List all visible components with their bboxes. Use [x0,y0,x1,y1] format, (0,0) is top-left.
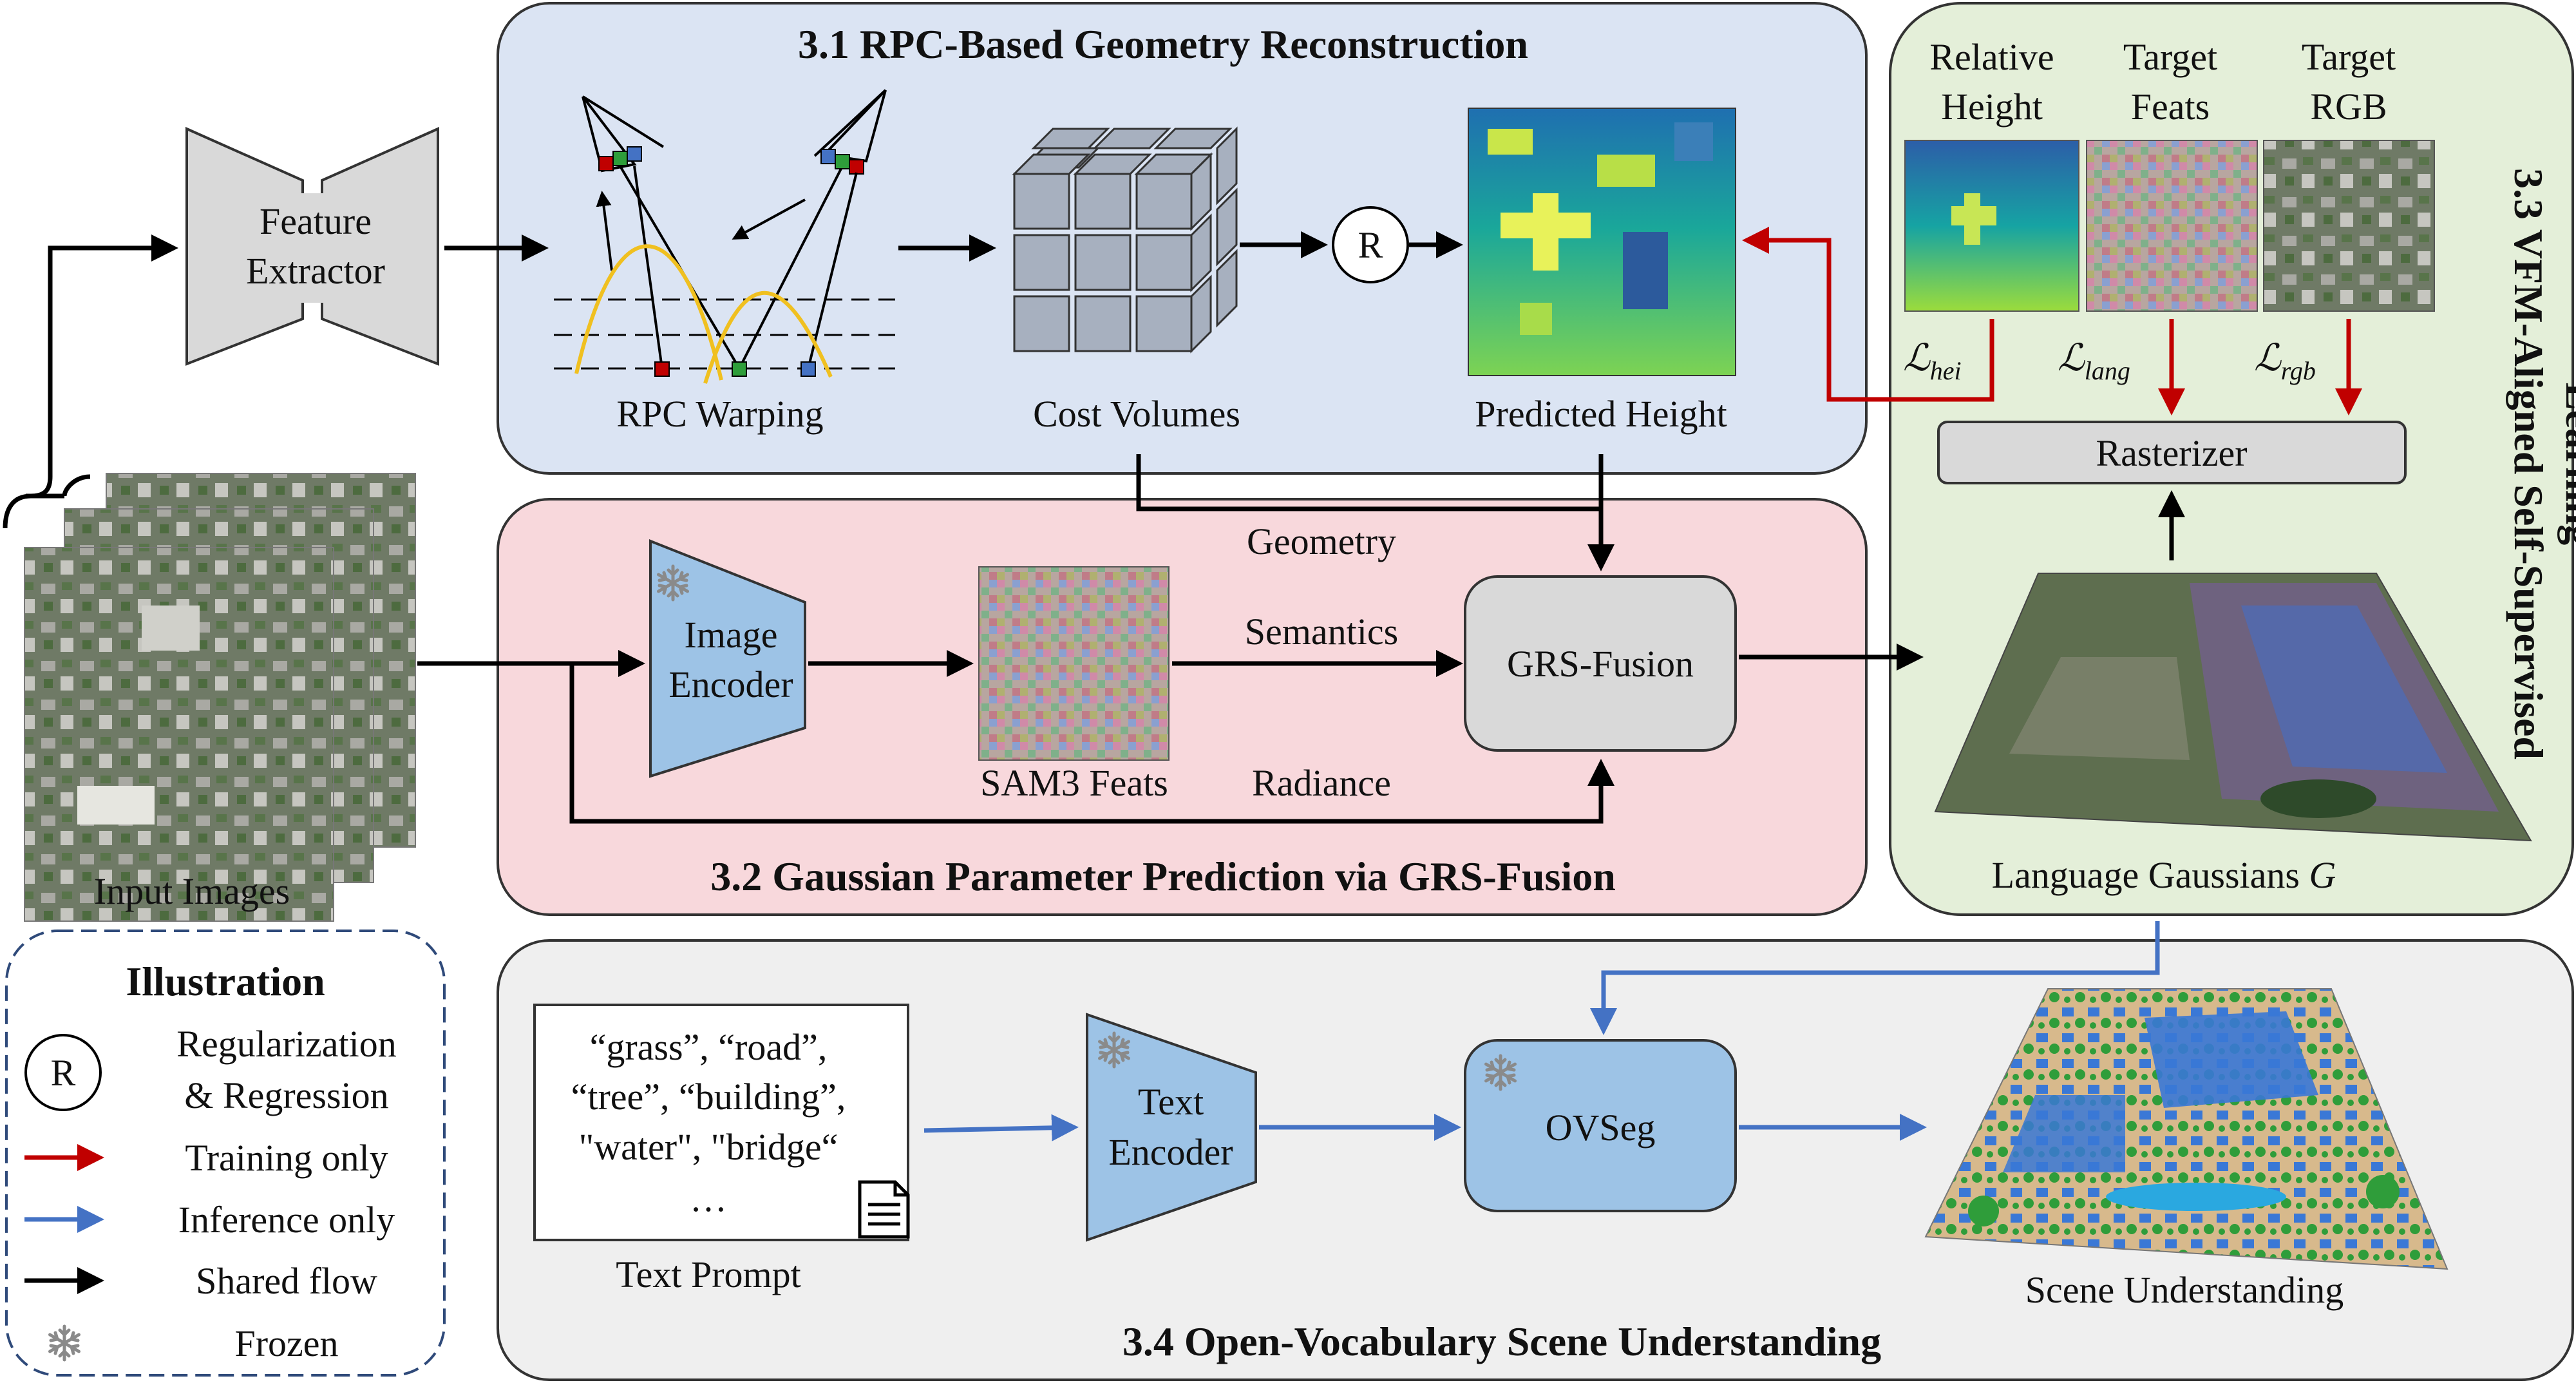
svg-text:RGB: RGB [2310,86,2387,128]
rasterizer: Rasterizer [1937,421,2407,484]
svg-text:Training only: Training only [185,1137,388,1179]
svg-text:Inference only: Inference only [178,1199,395,1241]
loss-hei: ℒhei [1903,337,1962,385]
geometry-flow [1136,454,1601,511]
arrow-hei-to-height [1742,227,1994,402]
target-feats: Target Feats [2086,36,2258,312]
svg-text:Height: Height [1941,86,2043,128]
svg-text:ℒhei: ℒhei [1903,337,1962,385]
svg-text:Image: Image [685,614,778,656]
legend-regularization: R Regularization & Regression [24,1023,397,1116]
scene-understanding-label: Scene Understanding [2025,1269,2344,1311]
text-encoder: Text Encoder [1086,1013,1257,1242]
svg-text:Shared flow: Shared flow [196,1260,377,1302]
feature-extractor: Feature Extractor [185,126,439,366]
section-3-1-title: 3.1 RPC-Based Geometry Reconstruction [798,21,1528,67]
sam3-feats-label: SAM3 Feats [980,762,1168,804]
svg-text:Extractor: Extractor [246,250,385,292]
cost-volumes [1012,126,1238,354]
language-gaussians-label: Language Gaussians G [1992,854,2336,896]
svg-text:"water", "bridge“: "water", "bridge“ [579,1126,838,1168]
grs-fusion-module: GRS-Fusion [1464,575,1737,752]
svg-text:Feats: Feats [2131,86,2210,128]
input-images [24,473,416,922]
loss-lang: ℒlang [2058,337,2130,385]
legend-training-only: Training only [24,1137,388,1179]
sam3-feature-map [978,566,1170,761]
svg-text:Frozen: Frozen [234,1322,338,1364]
svg-text:Regularization: Regularization [176,1023,396,1065]
loss-rgb: ℒrgb [2254,337,2316,385]
rpc-warping-diagram [554,89,895,384]
svg-text:ℒrgb: ℒrgb [2254,337,2316,385]
legend: Illustration R Regularization & Regressi… [5,930,446,1377]
legend-frozen: Frozen [50,1322,339,1364]
svg-text:Rasterizer: Rasterizer [2096,432,2247,474]
svg-text:“tree”, “building”,: “tree”, “building”, [571,1076,846,1118]
svg-text:R: R [1358,224,1383,266]
svg-text:Target: Target [2123,36,2217,78]
target-relative-height: Relative Height [1904,36,2079,312]
section-3-3-title: 3.3 VFM-Aligned Self-Supervised Learning [2506,168,2576,759]
rpc-warping-label: RPC Warping [616,393,823,435]
radiance-flow [569,663,1615,824]
ovseg-module: OVSeg [1464,1039,1737,1212]
radiance-label: Radiance [1252,762,1391,804]
svg-text:Encoder: Encoder [668,663,793,705]
arrow-gaussians-to-ovseg [1590,921,2160,1035]
text-prompt-label: Text Prompt [616,1254,801,1295]
section-3-2-title: 3.2 Gaussian Parameter Prediction via GR… [710,854,1616,899]
arrow-prompt-to-text-encoder [923,1114,1079,1141]
svg-text:GRS-Fusion: GRS-Fusion [1507,643,1694,685]
legend-title: Illustration [126,959,325,1004]
section-3-4-title: 3.4 Open-Vocabulary Scene Understanding [1122,1319,1881,1364]
target-rgb: Target RGB [2263,36,2435,312]
geometry-label: Geometry [1247,520,1396,562]
svg-text:Target: Target [2302,36,2396,78]
svg-text:“grass”, “road”,: “grass”, “road”, [590,1026,828,1068]
svg-text:Encoder: Encoder [1108,1131,1233,1173]
svg-text:& Regression: & Regression [184,1074,388,1116]
svg-text:Relative: Relative [1929,36,2054,78]
language-gaussians-render [1934,573,2532,842]
text-prompt-box: “grass”, “road”, “tree”, “building”, "wa… [533,1004,909,1241]
svg-text:…: … [690,1178,727,1219]
svg-text:Text: Text [1138,1081,1204,1123]
cost-volumes-label: Cost Volumes [1033,393,1240,435]
scene-understanding-render [1924,988,2448,1270]
svg-text:OVSeg: OVSeg [1546,1107,1656,1149]
svg-text:Learning: Learning [2557,383,2576,545]
predicted-height-label: Predicted Height [1475,393,1727,435]
image-encoder: Image Encoder [649,539,806,778]
regularization-node: R [1332,206,1409,283]
legend-inference-only: Inference only [24,1199,395,1241]
legend-shared-flow: Shared flow [24,1260,377,1302]
svg-text:R: R [51,1052,76,1094]
input-images-label: Input Images [94,870,290,912]
svg-text:ℒlang: ℒlang [2058,337,2130,385]
semantics-label: Semantics [1245,611,1398,653]
predicted-height-map [1468,108,1736,376]
svg-text:Feature: Feature [260,200,372,242]
svg-text:3.3 VFM-Aligned Self-Supervise: 3.3 VFM-Aligned Self-Supervised [2506,168,2552,759]
document-icon [858,1180,910,1239]
